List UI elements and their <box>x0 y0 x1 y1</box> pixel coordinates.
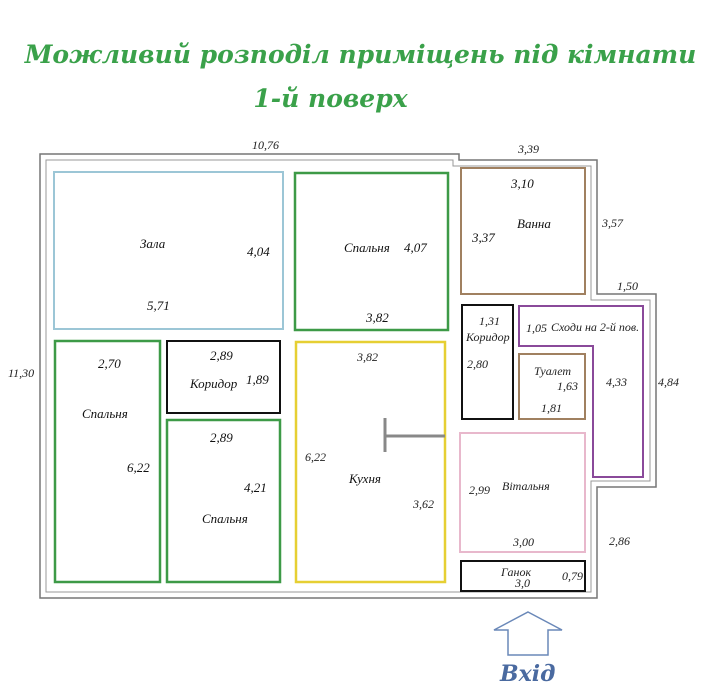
kitchen-door-symbol <box>383 418 445 452</box>
room-vestibule <box>459 432 586 553</box>
toilet-name: Туалет <box>534 364 572 378</box>
corridor-small-name: Коридор <box>466 330 510 344</box>
room-zala <box>53 171 284 330</box>
bath-name: Ванна <box>517 216 551 231</box>
corridor-mid-name: Коридор <box>190 376 238 391</box>
porch-name: Ганок <box>501 565 532 579</box>
room-bedroom-mid <box>165 418 282 584</box>
kitchen-height: 6,22 <box>305 450 326 464</box>
room-toilet <box>518 353 586 420</box>
dim-right-bath: 3,57 <box>602 216 623 230</box>
bedroom-mid-width: 2,89 <box>210 430 233 445</box>
zala-width: 5,71 <box>147 298 170 313</box>
outer-wall <box>39 153 657 599</box>
entrance-arrow-icon <box>493 611 563 656</box>
stairs-width: 1,05 <box>526 321 547 335</box>
room-corridor-small <box>461 304 514 420</box>
porch-height: 0,79 <box>562 569 583 583</box>
corridor-mid-height: 1,89 <box>246 372 269 387</box>
bedroom-left-name: Спальня <box>82 406 128 421</box>
room-bedroom-top <box>293 171 450 332</box>
corridor-small-height: 2,80 <box>467 357 488 371</box>
entrance-label: Вхід <box>500 661 556 687</box>
dim-top-right: 3,39 <box>518 142 539 156</box>
room-porch <box>460 560 586 592</box>
page-title: Можливий розподіл приміщень під кімнати <box>24 40 697 69</box>
bedroom-left-width: 2,70 <box>98 356 121 371</box>
corridor-mid-width: 2,89 <box>210 348 233 363</box>
bedroom-top-width: 3,82 <box>366 310 389 325</box>
kitchen-name: Кухня <box>349 471 381 486</box>
dim-left: 11,30 <box>8 366 35 380</box>
kitchen-width: 3,82 <box>357 350 378 364</box>
room-stairs <box>518 305 644 478</box>
zala-height: 4,04 <box>247 244 270 259</box>
room-bedroom-left <box>53 339 162 584</box>
vestibule-width: 3,00 <box>513 535 534 549</box>
room-kitchen <box>294 340 447 584</box>
corridor-small-width: 1,31 <box>479 314 500 328</box>
vestibule-name: Вітальня <box>502 479 550 493</box>
kitchen-width-bottom: 3,62 <box>413 497 434 511</box>
toilet-width: 1,63 <box>557 379 578 393</box>
toilet-height: 1,81 <box>541 401 562 415</box>
page-subtitle: 1-й поверх <box>253 84 408 113</box>
stairs-height: 4,33 <box>606 375 627 389</box>
stairs-name: Сходи на 2-й пов. <box>551 320 640 334</box>
bedroom-mid-name: Спальня <box>202 511 248 526</box>
zala-name: Зала <box>140 236 166 251</box>
bedroom-top-height: 4,07 <box>404 240 427 255</box>
dim-top: 10,76 <box>252 138 279 152</box>
inner-wall <box>45 159 651 593</box>
bath-width: 3,10 <box>511 176 534 191</box>
bath-height: 3,37 <box>472 230 495 245</box>
bedroom-left-height: 6,22 <box>127 460 150 475</box>
room-bath <box>460 167 586 295</box>
porch-width: 3,0 <box>515 576 530 590</box>
room-corridor-mid <box>166 340 281 414</box>
vestibule-height: 2,99 <box>469 483 490 497</box>
dim-right-lower: 4,84 <box>658 375 679 389</box>
bedroom-mid-height: 4,21 <box>244 480 267 495</box>
dim-step: 1,50 <box>617 279 638 293</box>
dim-bottom-right: 2,86 <box>609 534 630 548</box>
bedroom-top-name: Спальня <box>344 240 390 255</box>
